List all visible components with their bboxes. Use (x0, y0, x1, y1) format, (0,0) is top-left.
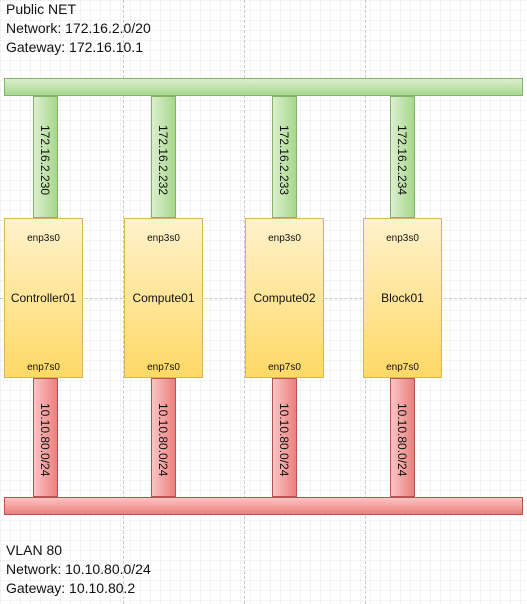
vlan-info: VLAN 80 Network: 10.10.80.0/24 Gateway: … (6, 541, 151, 598)
port-enp7s0-label: enp7s0 (268, 362, 301, 373)
node-compute01[interactable]: enp3s0 Compute01 enp7s0 (124, 218, 203, 378)
vlan-link-block01[interactable]: 10.10.80.0/24 (390, 378, 415, 497)
port-enp3s0-label: enp3s0 (386, 233, 419, 244)
public-link-compute01[interactable]: 172.16.2.232 (151, 96, 176, 218)
vlan-gateway: Gateway: 10.10.80.2 (6, 580, 136, 596)
vlan-link-compute02[interactable]: 10.10.80.0/24 (272, 378, 297, 497)
node-block01[interactable]: enp3s0 Block01 enp7s0 (363, 218, 442, 378)
public-link-compute02[interactable]: 172.16.2.233 (272, 96, 297, 218)
guide-line-vertical (123, 0, 124, 604)
vlan-name: VLAN 80 (6, 542, 63, 558)
port-enp7s0-label: enp7s0 (147, 362, 180, 373)
vlan-ip-label: 10.10.80.0/24 (155, 403, 170, 477)
port-enp3s0-label: enp3s0 (27, 233, 60, 244)
public-link-controller01[interactable]: 172.16.2.230 (33, 96, 58, 218)
vlan-link-controller01[interactable]: 10.10.80.0/24 (33, 378, 58, 497)
public-ip-label: 172.16.2.230 (37, 125, 52, 196)
public-ip-label: 172.16.2.232 (155, 125, 170, 196)
node-controller01[interactable]: enp3s0 Controller01 enp7s0 (4, 218, 83, 378)
vlan-ip-label: 10.10.80.0/24 (37, 403, 52, 477)
public-net-name: Public NET (6, 1, 77, 17)
public-net-info: Public NET Network: 172.16.2.0/20 Gatewa… (6, 0, 151, 57)
vlan-ip-label: 10.10.80.0/24 (276, 403, 291, 477)
vlan-bus[interactable] (4, 497, 523, 515)
node-compute02[interactable]: enp3s0 Compute02 enp7s0 (245, 218, 324, 378)
node-name: Block01 (381, 291, 424, 305)
public-ip-label: 172.16.2.234 (394, 125, 409, 196)
port-enp3s0-label: enp3s0 (268, 233, 301, 244)
public-ip-label: 172.16.2.233 (276, 125, 291, 196)
vlan-network: Network: 10.10.80.0/24 (6, 561, 151, 577)
node-name: Compute02 (253, 291, 316, 305)
public-net-gateway: Gateway: 172.16.10.1 (6, 39, 143, 55)
guide-line-vertical (244, 0, 245, 604)
public-net-bus[interactable] (4, 78, 523, 96)
vlan-link-compute01[interactable]: 10.10.80.0/24 (151, 378, 176, 497)
port-enp3s0-label: enp3s0 (147, 233, 180, 244)
node-name: Compute01 (132, 291, 195, 305)
node-name: Controller01 (10, 291, 77, 305)
public-net-network: Network: 172.16.2.0/20 (6, 20, 151, 36)
public-link-block01[interactable]: 172.16.2.234 (390, 96, 415, 218)
vlan-ip-label: 10.10.80.0/24 (394, 403, 409, 477)
port-enp7s0-label: enp7s0 (27, 362, 60, 373)
port-enp7s0-label: enp7s0 (386, 362, 419, 373)
